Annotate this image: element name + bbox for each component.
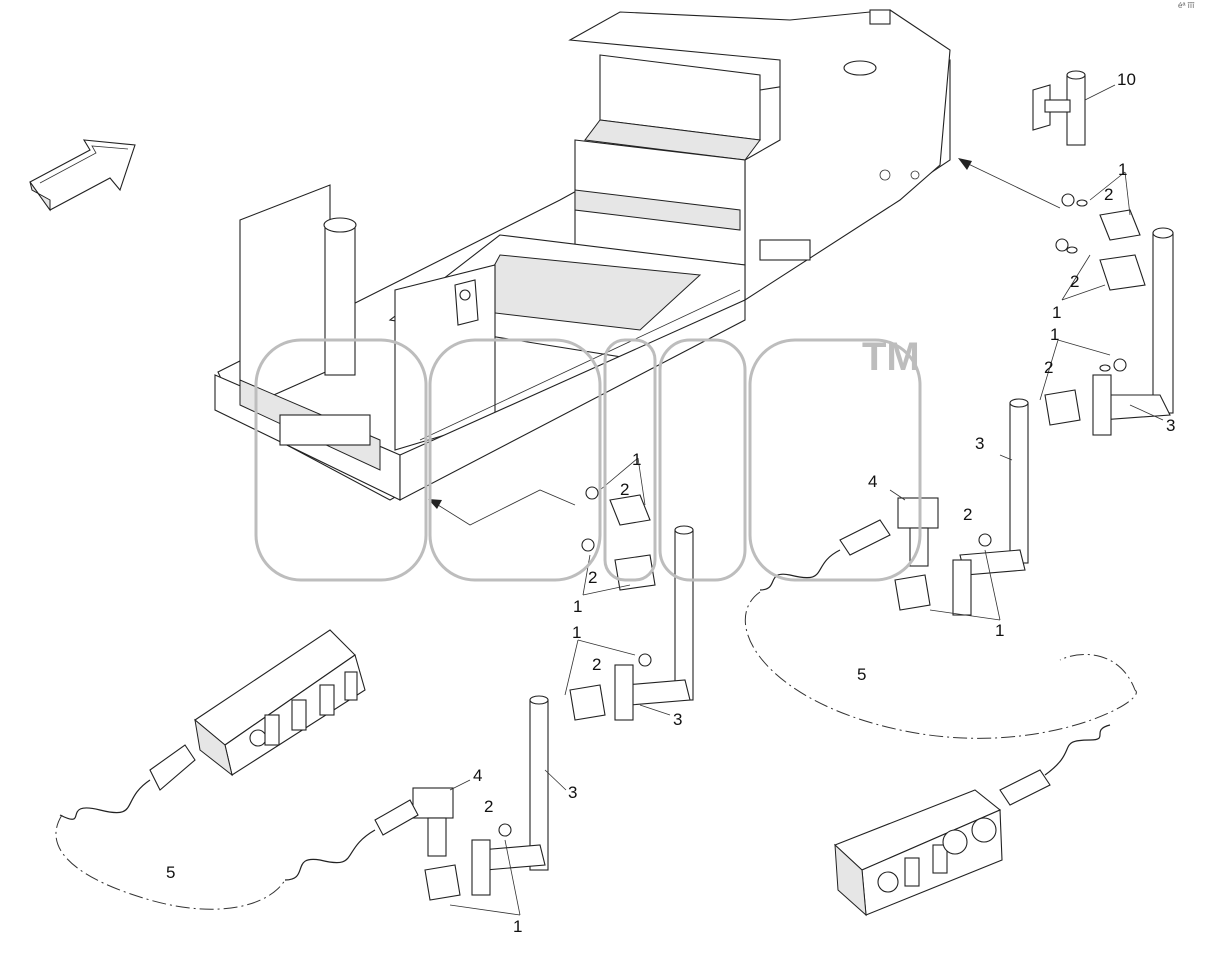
callout-label: 2: [620, 480, 629, 499]
callout-label: 1: [572, 623, 581, 642]
callout-labels: 10 1 2 2 1 1 2 3 3 1 2 2 1 4 2 1 5 1 2 3…: [166, 70, 1175, 936]
cable-path-right: [744, 591, 1137, 739]
watermark-tm: TM: [862, 335, 920, 379]
callout-label: 2: [588, 568, 597, 587]
callout-label: 1: [1118, 160, 1127, 179]
direction-arrow-icon: [29, 139, 136, 212]
mount-assembly-right-lower: [889, 398, 1029, 621]
callout-label: 4: [868, 472, 877, 491]
callout-label: 4: [473, 766, 482, 785]
callout-label: 1: [513, 917, 522, 936]
callout-label: 3: [975, 434, 984, 453]
callout-label: 3: [1166, 416, 1175, 435]
callout-label: 10: [1117, 70, 1136, 89]
mount-assembly-right-upper: [1039, 171, 1174, 436]
callout-label: 1: [1050, 325, 1059, 344]
callout-label: 3: [568, 783, 577, 802]
mount-assembly-lower-left: [412, 695, 567, 916]
callout-label: 5: [857, 665, 866, 684]
callout-label: 1: [573, 597, 582, 616]
cable-path-left: [55, 814, 286, 910]
machine-frame: [214, 9, 951, 501]
callout-label: 2: [1044, 358, 1053, 377]
bracket-part-10: [1032, 70, 1116, 146]
corner-mark: éª îîî: [1178, 1, 1195, 10]
callout-label: 5: [166, 863, 175, 882]
callout-label: 2: [1070, 272, 1079, 291]
callout-label: 3: [673, 710, 682, 729]
control-box-left: [59, 629, 419, 881]
watermark-logo: TM: [254, 335, 922, 582]
callout-label: 2: [1104, 185, 1113, 204]
callout-label: 2: [592, 655, 601, 674]
callout-label: 1: [995, 621, 1004, 640]
callout-label: 1: [1052, 303, 1061, 322]
callout-label: 1: [632, 450, 641, 469]
callout-label: 2: [963, 505, 972, 524]
control-box-right: [759, 519, 1111, 917]
callout-label: 2: [484, 797, 493, 816]
